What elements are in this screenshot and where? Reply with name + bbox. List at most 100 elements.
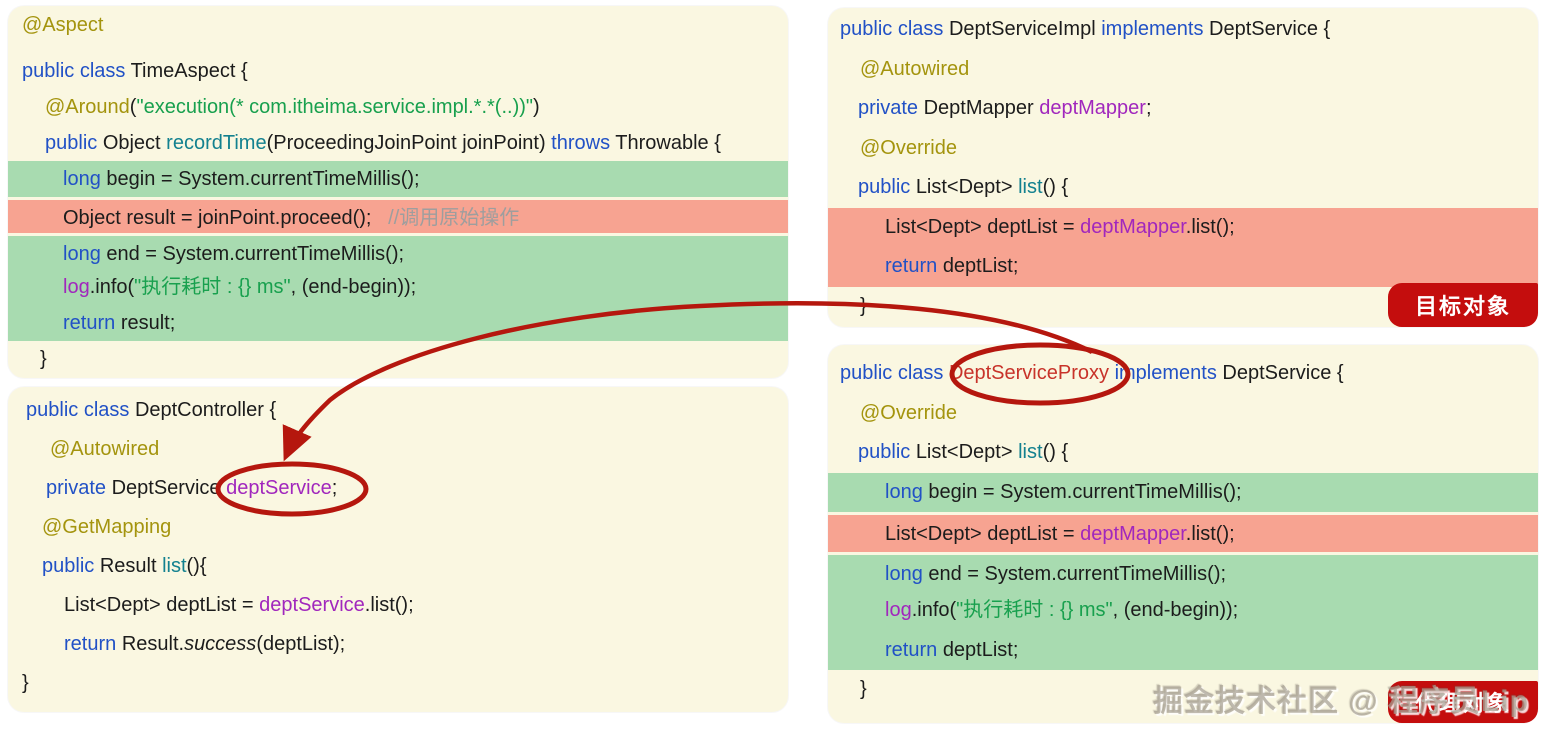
code-token: end = System.currentTimeMillis(); [106,243,405,265]
code-token: "执行耗时 : {} ms" [956,599,1113,621]
code-token: (ProceedingJoinPoint joinPoint) [266,132,552,154]
code-token: private [46,477,112,499]
code-line: return deptList; [828,247,1538,287]
code-line: List<Dept> deptList = deptMapper.list(); [828,512,1538,552]
code-token: @Aspect [22,14,104,36]
code-token: return [885,638,943,661]
code-token: List<Dept> deptList = [885,215,1081,238]
code-line: long begin = System.currentTimeMillis(); [828,472,1538,512]
code-token: deptList; [942,638,1019,661]
code-token: Object [102,132,167,154]
watermark: 掘金技术社区 @ 程序员Lip [1153,685,1529,718]
code-token: } [860,678,867,700]
code-token: ( [129,96,137,118]
code-token: log [885,599,912,621]
code-token: @GetMapping [42,516,172,538]
code-token: public class [26,399,135,421]
code-line: public Result list(){ [8,547,788,586]
code-token: public [858,176,916,198]
code-token: deptMapper [1080,215,1186,238]
code-line: public Object recordTime(ProceedingJoinP… [8,125,788,161]
code-line: } [8,664,788,703]
code-token: public class [22,60,131,82]
code-line: @GetMapping [8,508,788,547]
code-token: public [45,132,103,154]
code-line: log.info("执行耗时 : {} ms", (end-begin)); [8,269,788,305]
code-token: throws [551,132,616,154]
code-token: deptList; [942,255,1019,277]
code-token: DeptMapper [923,97,1040,119]
code-token: } [860,294,867,317]
code-token: } [22,672,29,694]
code-token: implements [1114,362,1223,384]
proxy-object-badge: 代理对象 [1388,681,1538,723]
code-token: (deptList); [256,633,346,655]
code-token: List<Dept> deptList = [64,594,260,616]
code-token: success [184,633,257,655]
code-token: list [162,555,187,577]
code-token: .info( [89,276,135,298]
code-line: @Around("execution(* com.itheima.service… [8,89,788,125]
code-line: public List<Dept> list() { [828,168,1538,208]
code-token: ; [331,477,338,499]
code-token: deptMapper [1080,523,1186,545]
code-token: , (end-begin)); [290,276,417,298]
code-panel-dept-controller: public class DeptController { @Autowired p… [8,387,788,712]
code-line: @Aspect [8,7,788,43]
code-token: DeptServiceImpl [948,18,1102,40]
code-token: end = System.currentTimeMillis(); [928,562,1227,585]
code-token: DeptService { [1222,362,1344,384]
code-token: list [1018,441,1043,463]
code-token: List<Dept> deptList = [885,523,1081,545]
code-line: @Override [828,129,1538,169]
code-token: List<Dept> [915,441,1019,463]
code-line: long end = System.currentTimeMillis(); [8,233,788,269]
code-token: "执行耗时 : {} ms" [134,276,291,298]
code-line: List<Dept> deptList = deptService.list()… [8,586,788,625]
code-token: deptMapper [1039,97,1146,119]
code-token: public [42,555,100,577]
code-token: ) [533,96,540,118]
code-token: @Override [860,401,957,424]
code-token: return [63,312,121,334]
code-token: @Around [45,96,130,118]
code-line: Object result = joinPoint.proceed(); //调… [8,197,788,233]
code-line: public class DeptController { [8,391,788,430]
code-token: @Autowired [50,438,160,460]
code-token: DeptService [111,477,227,499]
code-token: long [885,562,929,585]
code-line: public class TimeAspect { [8,53,788,89]
code-token: .list(); [1185,523,1235,545]
code-line: private DeptMapper deptMapper; [828,89,1538,129]
code-token: , (end-begin)); [1112,599,1239,621]
code-token: List<Dept> [915,176,1019,198]
code-line: @Autowired [828,50,1538,90]
code-token: DeptServiceProxy [948,362,1115,384]
code-token: Throwable { [615,132,721,154]
code-token: public class [840,362,949,384]
code-token: public class [840,18,949,40]
code-line: } [8,341,788,377]
code-token: .list(); [1185,215,1235,238]
code-line: long begin = System.currentTimeMillis(); [8,161,788,197]
code-token: TimeAspect { [130,60,248,82]
code-line: return deptList; [828,630,1538,670]
code-token: recordTime [166,132,267,154]
code-panel-dept-service-impl: public class DeptServiceImpl implements … [828,8,1538,327]
code-token: long [63,168,107,190]
code-token: @Override [860,136,957,159]
code-token: Object result = joinPoint.proceed(); [63,207,389,229]
code-line: log.info("执行耗时 : {} ms", (end-begin)); [828,591,1538,631]
code-token: public [858,441,916,463]
code-token: "execution(* com.itheima.service.impl.*.… [136,96,534,118]
code-token: () { [1042,441,1069,463]
code-token: long [63,243,107,265]
code-line: } [828,670,1538,710]
code-line: return result; [8,305,788,341]
code-token: @Autowired [860,57,970,80]
code-line: private DeptService deptService; [8,469,788,508]
code-token: return [885,255,943,277]
code-line: @Override [828,394,1538,434]
code-token: DeptService { [1209,18,1331,40]
code-token: result; [120,312,176,334]
